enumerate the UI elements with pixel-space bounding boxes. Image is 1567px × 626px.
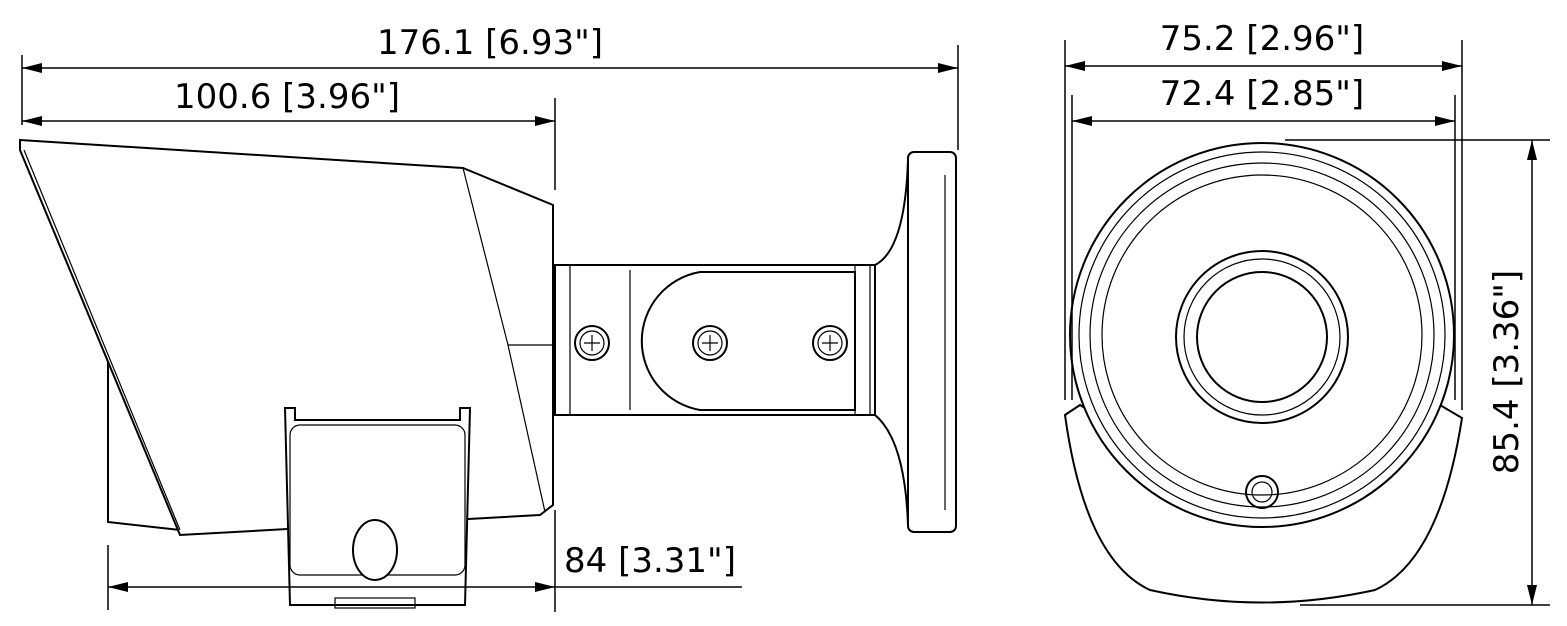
housing-width-label: 72.4 [2.85"] (1160, 74, 1364, 114)
overall-width-label: 75.2 [2.96"] (1160, 19, 1364, 59)
housing-length-label: 100.6 [3.96"] (174, 77, 400, 117)
screw-icon (812, 325, 848, 361)
overall-height-label: 85.4 [3.36"] (1487, 270, 1527, 474)
side-view (19, 138, 957, 609)
bracket-offset-label: 84 [3.31"] (564, 541, 736, 581)
lens-ring (1175, 250, 1349, 424)
sensor-icon (1245, 475, 1279, 509)
overall-length-label: 176.1 [6.93"] (377, 23, 603, 63)
lens (1196, 271, 1328, 403)
cable-bracket (283, 407, 472, 606)
bracket-joint (640, 271, 856, 411)
screw-icon (692, 325, 728, 361)
wall-base (907, 151, 957, 533)
screw-icon (574, 325, 610, 361)
front-view (1063, 142, 1464, 604)
dimension-lines (21, 40, 1550, 612)
